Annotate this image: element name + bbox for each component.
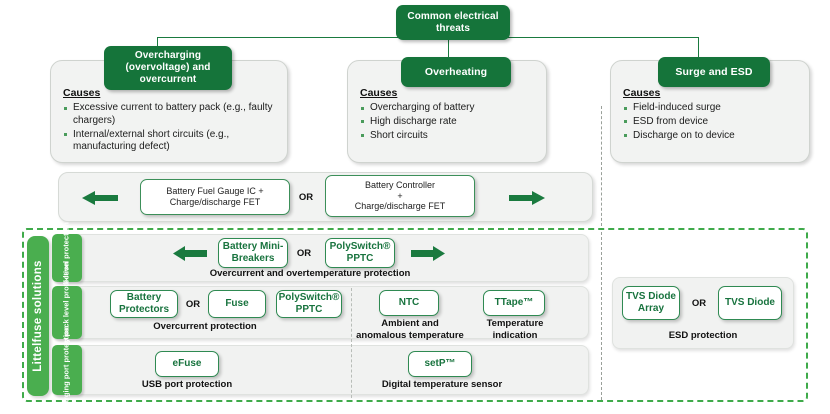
cause-item: Overcharging of battery bbox=[360, 102, 538, 115]
chip-tvs-diode[interactable]: TVS Diode bbox=[718, 286, 782, 320]
caption-cell-level: Overcurrent and overtemperature protecti… bbox=[209, 268, 411, 279]
threat-label-overcharging: Overcharging (overvoltage) and overcurre… bbox=[125, 50, 211, 85]
threat-label-overheating: Overheating bbox=[424, 65, 488, 78]
root-threat-label: Common electrical threats bbox=[407, 10, 499, 34]
chip-label: Fuse bbox=[225, 298, 249, 309]
causes-list-overheating: Overcharging of battery High discharge r… bbox=[360, 102, 538, 142]
cause-item: Field-induced surge bbox=[623, 102, 801, 115]
threat-label-surge-esd: Surge and ESD bbox=[675, 65, 753, 78]
caption-digital-temperature-sensor: Digital temperature sensor bbox=[381, 379, 503, 390]
row-tag-charging-port: Charging port protection bbox=[52, 326, 82, 414]
caption-ntc: Ambient and anomalous temperature bbox=[356, 318, 464, 341]
row2-inner-separator bbox=[351, 288, 352, 398]
row-tag-battery-pack-level: Battery pack level protection bbox=[52, 261, 82, 364]
caption-usb-port-protection: USB port protection bbox=[141, 379, 233, 390]
chip-label: eFuse bbox=[172, 358, 202, 369]
chip-label-line2: + bbox=[397, 190, 403, 201]
chip-label: setP™ bbox=[424, 358, 456, 369]
chip-fuse[interactable]: Fuse bbox=[208, 290, 266, 318]
row-panel-cell-level bbox=[52, 234, 589, 282]
chip-polyswitch-pptc-cell[interactable]: PolySwitch® PPTC bbox=[325, 238, 395, 268]
cause-item: High discharge rate bbox=[360, 116, 538, 129]
chip-label: TVS Diode bbox=[724, 297, 775, 308]
cause-item: Internal/external short circuits (e.g., … bbox=[63, 129, 279, 155]
row-panel-charging-port bbox=[52, 345, 589, 395]
cause-item: Discharge on to device bbox=[623, 130, 801, 143]
column-separator-bottom-right bbox=[601, 232, 602, 400]
chip-label: Battery Mini-Breakers bbox=[222, 241, 284, 264]
chip-tvs-diode-array[interactable]: TVS Diode Array bbox=[622, 286, 680, 320]
connector-vertical-root bbox=[448, 37, 449, 62]
or-label-cell-level: OR bbox=[296, 248, 312, 259]
chip-battery-controller[interactable]: Battery Controller + Charge/discharge FE… bbox=[325, 175, 475, 217]
cause-item: Excessive current to battery pack (e.g.,… bbox=[63, 102, 279, 128]
caption-esd-protection: ESD protection bbox=[668, 330, 738, 341]
causes-heading-overcharging: Causes bbox=[63, 87, 101, 99]
cause-item: Short circuits bbox=[360, 130, 538, 143]
chip-label: TVS Diode Array bbox=[625, 291, 676, 314]
chip-battery-protectors[interactable]: Battery Protectors bbox=[110, 290, 178, 318]
row-tag-label: Charging port protection bbox=[61, 325, 71, 414]
caption-overcurrent-protection: Overcurrent protection bbox=[153, 321, 257, 332]
chip-label: Battery Protectors bbox=[118, 292, 169, 315]
or-label-esd: OR bbox=[691, 298, 707, 309]
connector-vertical-right bbox=[698, 37, 699, 59]
arrow-left-icon-cell-level bbox=[172, 244, 208, 263]
chip-setp[interactable]: setP™ bbox=[408, 351, 472, 377]
littelfuse-brand-sidebar: Littelfuse solutions bbox=[27, 236, 49, 396]
chip-battery-mini-breakers[interactable]: Battery Mini-Breakers bbox=[218, 238, 288, 268]
arrow-right-icon-cell-level bbox=[410, 244, 446, 263]
caption-ttape: Temperature indication bbox=[486, 318, 544, 341]
row-tag-cell-level: Cell-level protection bbox=[52, 222, 82, 294]
chip-battery-fuel-gauge[interactable]: Battery Fuel Gauge IC + Charge/discharge… bbox=[140, 179, 290, 215]
chip-ttape[interactable]: TTape™ bbox=[483, 290, 545, 316]
root-threat-tab[interactable]: Common electrical threats bbox=[396, 5, 510, 40]
chip-label: NTC bbox=[398, 297, 420, 308]
littelfuse-solutions-region bbox=[22, 228, 808, 402]
chip-polyswitch-pptc-pack[interactable]: PolySwitch® PPTC bbox=[276, 290, 342, 318]
or-label-battery-pack: OR bbox=[185, 299, 201, 310]
chip-label: PolySwitch® PPTC bbox=[278, 292, 340, 315]
causes-list-overcharging: Excessive current to battery pack (e.g.,… bbox=[63, 102, 279, 154]
arrow-right-icon-controller bbox=[508, 188, 546, 208]
causes-list-surge-esd: Field-induced surge ESD from device Disc… bbox=[623, 102, 801, 142]
arrow-left-icon-controller bbox=[81, 188, 119, 208]
chip-label: PolySwitch® PPTC bbox=[329, 241, 391, 264]
threat-tab-overcharging[interactable]: Overcharging (overvoltage) and overcurre… bbox=[104, 46, 232, 90]
causes-heading-surge-esd: Causes bbox=[623, 87, 661, 99]
or-label-controller: OR bbox=[298, 192, 314, 203]
chip-label: Battery Fuel Gauge IC + Charge/discharge… bbox=[166, 186, 264, 207]
cause-item: ESD from device bbox=[623, 116, 801, 129]
causes-heading-overheating: Causes bbox=[360, 87, 398, 99]
littelfuse-brand-label: Littelfuse solutions bbox=[32, 260, 44, 372]
threat-tab-overheating[interactable]: Overheating bbox=[401, 57, 511, 87]
column-separator-right bbox=[601, 106, 602, 226]
chip-label-line3: Charge/discharge FET bbox=[354, 201, 446, 212]
chip-ntc[interactable]: NTC bbox=[379, 290, 439, 316]
chip-label: TTape™ bbox=[494, 297, 534, 308]
chip-efuse[interactable]: eFuse bbox=[155, 351, 219, 377]
threat-tab-surge-esd[interactable]: Surge and ESD bbox=[658, 57, 770, 87]
chip-label-line1: Battery Controller bbox=[364, 179, 436, 190]
